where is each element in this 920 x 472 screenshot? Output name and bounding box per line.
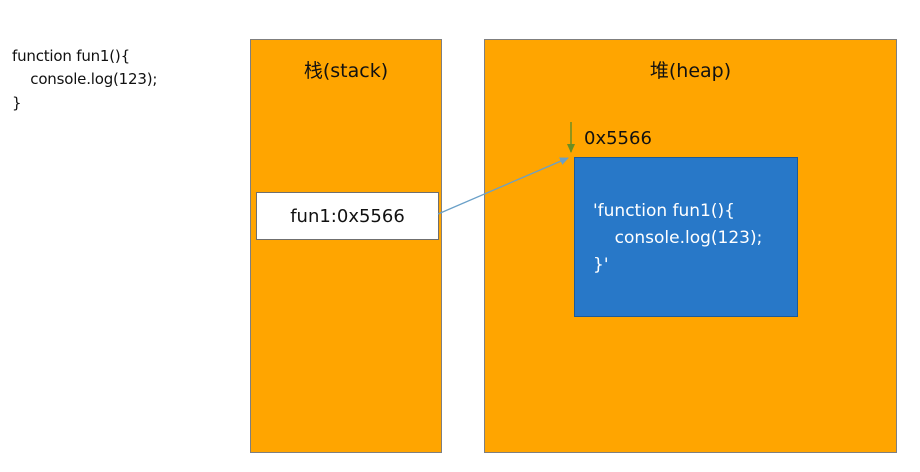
heap-address-label: 0x5566: [584, 128, 652, 149]
code-line-3: }: [12, 94, 22, 112]
stack-panel: 栈(stack) fun1:0x5566: [250, 39, 442, 453]
heap-panel: 堆(heap) 0x5566 'function fun1(){ console…: [484, 39, 897, 453]
reference-arrow: [437, 157, 569, 215]
code-line-1: function fun1(){: [12, 47, 130, 65]
stack-entry: fun1:0x5566: [256, 192, 439, 240]
heap-object-line-1: 'function fun1(){: [593, 201, 735, 221]
heap-object-line-2: console.log(123);: [593, 228, 763, 248]
stack-title: 栈(stack): [303, 60, 389, 82]
code-line-2: console.log(123);: [12, 70, 158, 88]
heap-function-object: 'function fun1(){ console.log(123); }': [574, 157, 798, 317]
heap-object-line-3: }': [593, 255, 609, 275]
heap-title: 堆(heap): [649, 60, 732, 82]
